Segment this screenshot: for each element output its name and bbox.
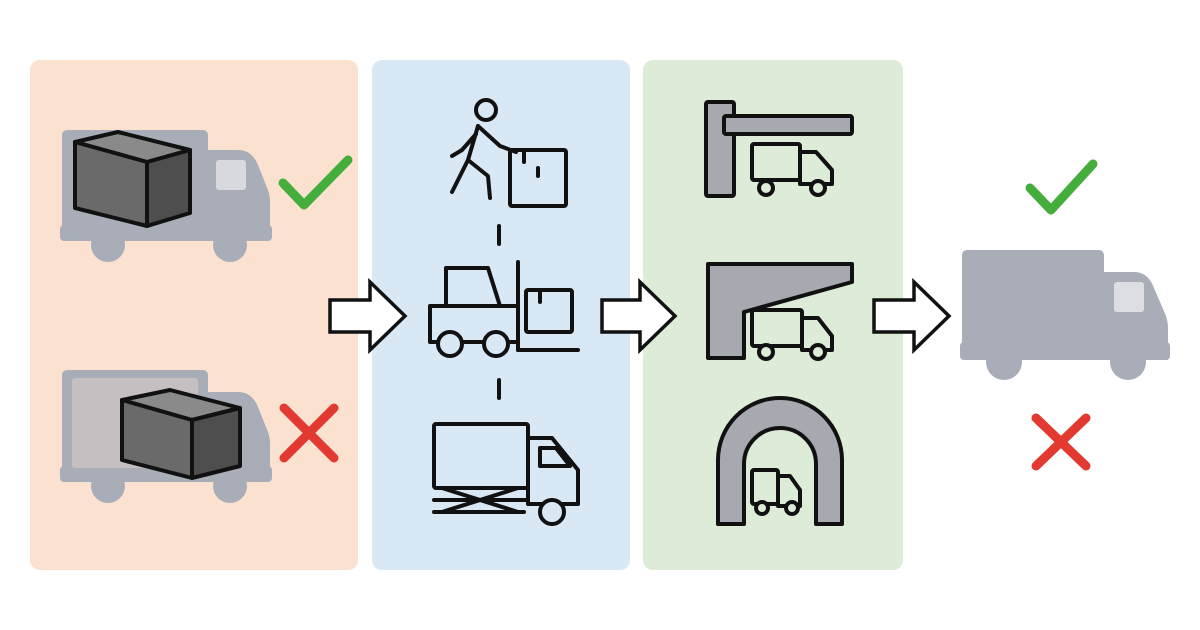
tunnel-icon	[716, 396, 844, 526]
arrow-right-icon	[872, 277, 952, 355]
person-carrying-box-icon	[450, 98, 568, 208]
overhang-icon	[706, 262, 854, 361]
cross-icon	[279, 403, 339, 463]
cross-icon	[1031, 413, 1091, 471]
truck-icon	[960, 250, 1170, 380]
cargo-truck-icon	[60, 130, 272, 262]
panel-clearance	[643, 60, 903, 570]
check-icon	[278, 155, 353, 210]
truck-window	[1114, 282, 1144, 312]
check-icon	[1025, 159, 1098, 215]
arrow-right-icon	[600, 277, 678, 355]
forklift-icon	[428, 260, 580, 358]
lift-truck-icon	[432, 422, 580, 526]
arrow-right-icon	[328, 277, 408, 355]
height-barrier-icon	[704, 100, 854, 198]
cargo-truck-icon	[60, 370, 272, 503]
